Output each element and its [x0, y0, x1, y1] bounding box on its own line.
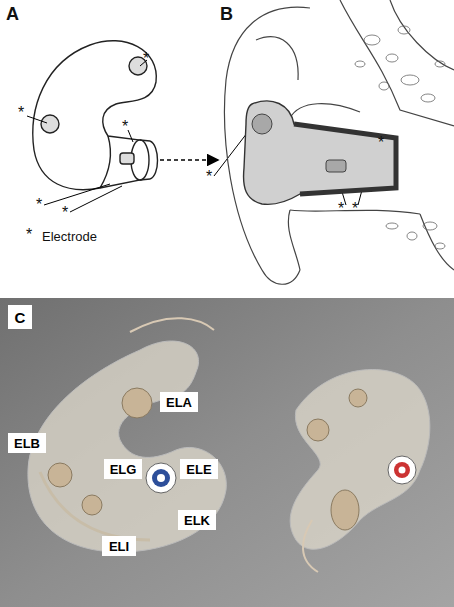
electrode-marker: *: [143, 50, 149, 68]
electrode-marker: *: [338, 200, 344, 218]
earpiece-photo: [28, 318, 430, 572]
electrode-marker: *: [26, 226, 32, 244]
dotted-arrow: [160, 159, 218, 161]
electrode-name: ELB: [14, 436, 40, 451]
electrode-label-box: ELG: [104, 459, 142, 479]
photo-background: [0, 298, 454, 607]
electrode-label-box: ELE: [180, 459, 218, 479]
electrode-label-box: ELB: [8, 433, 46, 453]
electrode-marker: *: [122, 118, 128, 136]
electrode-name: ELK: [184, 513, 210, 528]
electrode-label-box: ELA: [160, 392, 198, 412]
earpiece-in-canal: [244, 101, 396, 204]
panel-label-box: C: [8, 305, 32, 329]
panel-label: A: [6, 4, 19, 25]
ear-anatomy: [225, 0, 454, 284]
earpiece-drawing: [33, 41, 158, 190]
electrode-marker: *: [352, 200, 358, 218]
electrode-marker: *: [18, 104, 24, 122]
electrode-name: ELE: [186, 462, 211, 477]
legend-text: Electrode: [42, 229, 97, 244]
electrode-name: ELG: [110, 462, 137, 477]
panel-label: B: [220, 4, 233, 25]
electrode-marker: *: [36, 196, 42, 214]
electrode-label-box: ELI: [102, 536, 136, 556]
electrode-marker: *: [378, 134, 384, 152]
electrode-name: ELA: [166, 395, 192, 410]
electrode-name: ELI: [109, 539, 129, 554]
electrode-label-box: ELK: [178, 510, 216, 530]
electrode-marker: *: [62, 204, 68, 222]
panel-label: C: [15, 309, 26, 326]
electrode-marker: *: [206, 168, 212, 186]
